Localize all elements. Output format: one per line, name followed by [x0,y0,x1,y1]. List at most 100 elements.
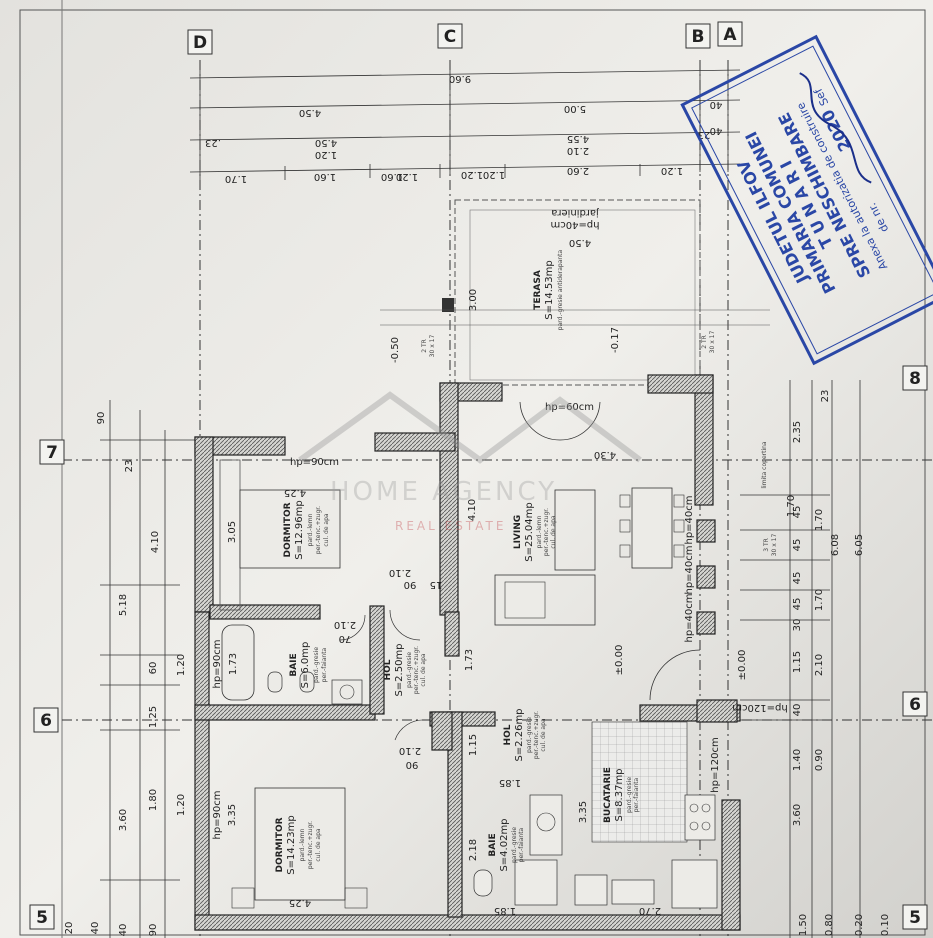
bedroom-2-finish1: pard.-lemn [299,828,306,861]
bedroom-2-area: S=14.23mp [286,815,297,874]
axis-C: C [444,27,456,47]
dim-left-a-7: 3.60 [118,809,129,831]
hall-1-door2b: 70 [339,633,352,644]
living-hp40-1: hp=40cm [684,495,695,544]
entry-hp: hp=120cm [732,702,787,713]
dim-right-a-5: 45 [792,572,803,585]
jardiniera-hp: hp=40cm [550,219,599,230]
kitchen-name: BUCATARIE [603,767,613,823]
dim-total-width: 9.60 [449,73,471,84]
living-hp40-3: hp=40cm [684,593,695,642]
dim-left-a-8: 1.80 [148,789,159,811]
hall-2-w: 1.85 [499,777,521,788]
living-name: LIVING [513,515,523,549]
level-minus-017: -0.17 [610,327,621,353]
hall-1-door1b: 90 [404,579,417,590]
living-finish3: cul. de apa [550,515,557,548]
hall-2-h: 1.15 [468,734,479,756]
stairs-2tr-2: 2 TR [701,335,708,349]
watermark-sub: REAL ESTATE [395,519,506,533]
bedroom-2-name: DORMITOR [275,817,285,872]
bath-2-h: 2.18 [468,839,479,861]
bedroom-1-h: 3.05 [227,521,238,543]
dim-left-a-2: 4.10 [150,531,161,553]
living-hp: hp=60cm [545,402,594,413]
dim-right-b-0: 1.70 [814,509,825,531]
walls [194,374,741,931]
living-hp40-2: hp=40cm [684,545,695,594]
living-h: 4.10 [467,499,478,521]
bath-1-h: 1.73 [228,653,239,675]
terrace-labels: TERASA S=14.53mp pard.-gresie antiderapa… [390,207,778,556]
bath-1-area: S=6.0mp [300,642,311,689]
hall-1-name: HOL [383,659,393,680]
axis-6-right: 6 [909,695,921,715]
jardiniera: jardiniera [551,207,599,218]
dim-right-b-5: 6.05 [854,534,865,556]
hall-2-finish3: cul. de apa [540,718,547,751]
kitchen-w: 2.70 [639,905,661,916]
right-dimension-lines [740,380,861,938]
hall-1-door1: 2.10 [389,567,411,578]
hall-1-door1c: 15 [430,579,443,590]
axis-B: B [692,27,705,47]
dim-top-r3-1: 4.50 [315,137,337,148]
axis-A: A [723,25,737,45]
terrace-area [380,199,770,386]
hall-1-finish2: per.-tenc.+zugr. [413,646,420,694]
kitchen-finish1: pard.-gresie [626,777,633,813]
stairs-3tr-b: 30 x 17 [771,534,778,557]
hall-1-door3: 2.10 [399,745,421,756]
dim-left-a-6: 1.25 [148,706,159,728]
bedroom-2-finish2: per.-tenc.+zugr. [307,821,314,869]
bathroom-2: BAIE S=4.02mp pard.-gresie per.-faianta … [468,794,563,916]
dim-top-r2-1: 5.00 [564,103,586,114]
bedroom-1-area: S=12.96mp [294,500,305,559]
dim-right-b-1: 1.70 [814,589,825,611]
bedroom-2-h: 3.35 [227,804,238,826]
bath-2-name: BAIE [488,833,498,856]
bedroom-1-finish2: per.-tenc.+zugr. [315,506,322,554]
dim-top-r3-0: .23 [205,137,221,148]
bedroom-2: DORMITOR S=14.23mp pard.-lemn per.-tenc.… [212,787,368,909]
dim-right-a-10: 1.40 [792,749,803,771]
dim-right-a-7: 30 [792,619,803,632]
terrace-area: S=14.53mp [544,260,555,319]
dim-right-a-6: 45 [792,598,803,611]
terrace-name: TERASA [533,270,543,310]
dim-right-a-2: 1.70 [786,495,797,517]
dim-right-a-8: 1.15 [792,651,803,673]
axis-7-left: 7 [46,443,58,463]
dim-left-a-9: 1.20 [176,794,187,816]
dim-top-r3-4: 40 [710,125,723,136]
stairs-3tr: 3 TR [763,538,770,552]
hall-2-finish1: pard.-gresie [526,717,533,753]
limita-copertina: limita copertina [761,441,768,489]
dim-right-b-2: 2.10 [814,654,825,676]
bath-1-finish1: pard.-gresie [313,647,320,683]
dim-right-b-7: 0.80 [824,914,835,936]
living-level: ±0.00 [614,645,625,676]
dim-right-a-1: 23 [820,390,831,403]
dim-right-b-3: 0.90 [814,749,825,771]
dim-top-r4-0: 1.20 [315,149,337,160]
kitchen-hp: hp=120cm [710,737,721,792]
left-dimensions: 90 23 4.10 5.18 1.20 60 1.25 3.60 1.80 1… [64,412,187,937]
dim-top-r5-0: 1.70 [225,173,247,184]
dim-left-a-5: 60 [148,662,159,675]
kitchen: BUCATARIE S=8.37mp pard.-gresie per.-fai… [574,650,788,916]
dim-top-r3-2: 4.55 [567,133,589,144]
dim-top-r5-5: 1.20 [483,169,505,180]
bath-1-finish2: per.-faianta [321,647,328,682]
bedroom-1: DORMITOR S=12.96mp pard.-lemn per.-tenc.… [219,457,341,611]
bedroom-2-w: 4.25 [289,897,311,908]
axis-D: D [193,33,207,53]
bath-1-name: BAIE [289,653,299,676]
axis-8-right: 8 [909,369,921,389]
dim-top-r5-4: 1.20 [461,169,483,180]
dim-left-a-4: 1.20 [176,654,187,676]
living-w: 4.30 [594,449,616,460]
kitchen-area: S=8.37mp [614,768,625,821]
dim-left-a-0: 90 [96,412,107,425]
